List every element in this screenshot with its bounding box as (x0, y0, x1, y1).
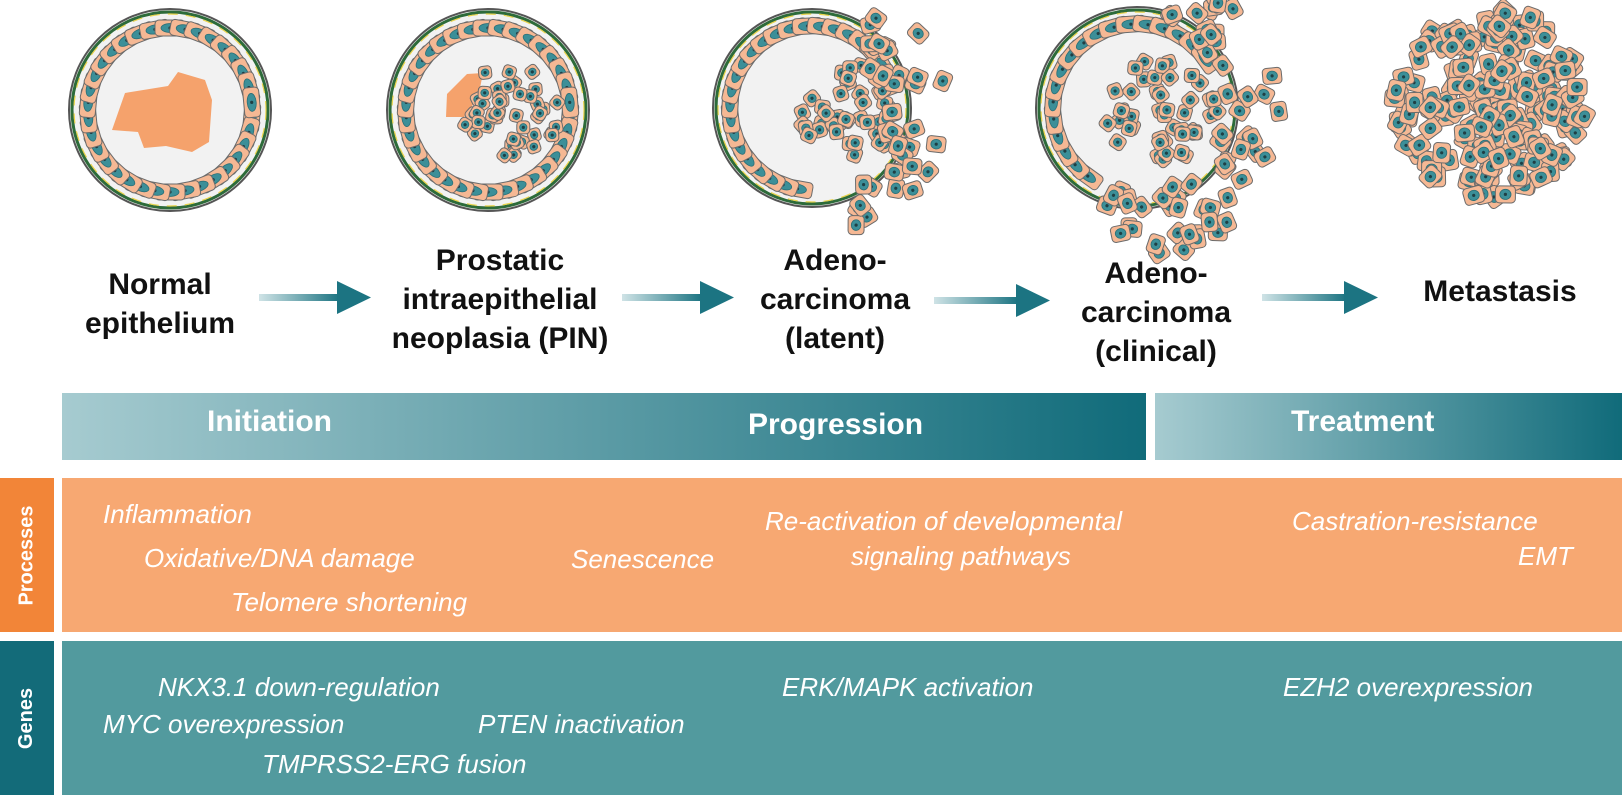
stage-label-pin: Prostatic intraepithelial neoplasia (PIN… (391, 244, 609, 355)
genes-band (62, 641, 1622, 795)
genes-tab-label: Genes (15, 687, 38, 749)
stage-label-metastasis: Metastasis (1423, 275, 1577, 308)
stage-label-clinical: Adeno- carcinoma (clinical) (1080, 257, 1232, 368)
gene-ezh2: EZH2 overexpression (1283, 672, 1533, 702)
pin-illustration (386, 8, 590, 212)
process-reactivation-line1: Re-activation of developmental (765, 506, 1122, 536)
arrow-3 (934, 284, 1050, 317)
treatment-bar (1155, 393, 1622, 460)
initiation-progression-bar (62, 393, 1146, 460)
process-oxidative-dna-damage: Oxidative/DNA damage (144, 543, 415, 573)
process-senescence: Senescence (571, 544, 715, 574)
gene-erk-mapk: ERK/MAPK activation (782, 672, 1034, 702)
latent-adenocarcinoma-illustration (712, 7, 954, 236)
processes-band (62, 478, 1622, 632)
processes-tab-label: Processes (15, 504, 38, 606)
processes-tab: Processes (0, 478, 54, 632)
process-inflammation: Inflammation (103, 499, 252, 529)
process-emt: EMT (1518, 541, 1573, 571)
gene-pten: PTEN inactivation (478, 709, 685, 739)
stage-label-latent: Adeno- carcinoma (latent) (759, 244, 911, 355)
process-castration-resistance: Castration-resistance (1292, 506, 1538, 536)
stage-label-normal: Normal epithelium (84, 268, 235, 340)
phase-progression: Progression (748, 408, 924, 441)
process-reactivation-line2: signaling pathways (851, 541, 1071, 571)
phase-initiation: Initiation (207, 405, 332, 438)
arrow-1 (259, 281, 371, 314)
normal-epithelium-illustration (68, 8, 272, 212)
gene-myc: MYC overexpression (103, 709, 345, 739)
phase-treatment: Treatment (1291, 405, 1435, 438)
gene-nkx31: NKX3.1 down-regulation (158, 672, 440, 702)
process-telomere-shortening: Telomere shortening (231, 587, 468, 617)
arrow-4 (1262, 281, 1378, 314)
gene-tmprss2-erg: TMPRSS2-ERG fusion (262, 749, 527, 779)
genes-tab: Genes (0, 641, 54, 795)
clinical-adenocarcinoma-illustration (1035, 0, 1289, 265)
stage-illustrations (68, 0, 1596, 317)
metastasis-illustration (1383, 0, 1596, 209)
arrow-2 (622, 281, 734, 314)
